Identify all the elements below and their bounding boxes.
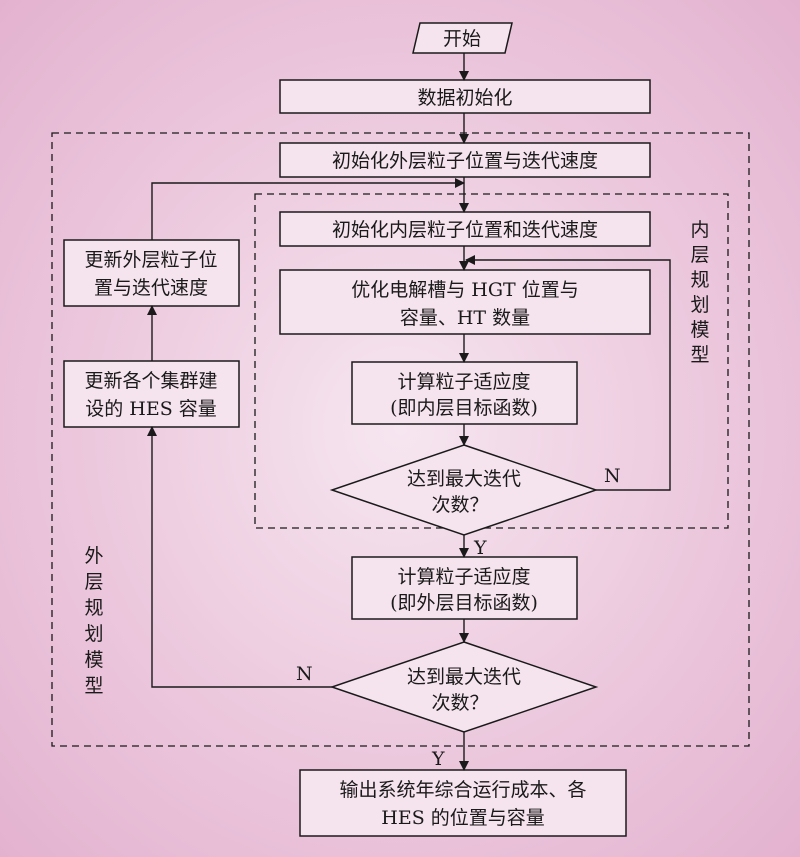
outer-no-label: N	[296, 663, 313, 685]
output-label-2: HES 的位置与容量	[381, 807, 545, 829]
inner-fitness-label-1: 计算粒子适应度	[397, 371, 530, 393]
init-outer-label: 初始化外层粒子位置与迭代速度	[332, 150, 598, 172]
outer-fitness-label-2: (即外层目标函数)	[390, 592, 538, 614]
init-inner-label: 初始化内层粒子位置和迭代速度	[332, 219, 598, 241]
inner-decision-diamond	[329, 444, 599, 536]
inner-model-label: 内 层 规 划 模 型	[690, 219, 709, 366]
outer-model-region	[51, 132, 750, 747]
update-velocity-label-2: 置与迭代速度	[94, 277, 208, 299]
outer-model-char: 规	[84, 597, 103, 619]
init-outer-box	[279, 142, 651, 178]
outer-yes-label: Y	[431, 748, 445, 770]
outer-model-char: 层	[84, 571, 103, 593]
inner-no-label: N	[604, 465, 621, 487]
start-label: 开始	[443, 28, 481, 50]
inner-model-char: 层	[690, 244, 709, 266]
outer-fitness-box	[351, 556, 578, 620]
outer-model-char: 划	[84, 623, 103, 645]
init-data-label: 数据初始化	[417, 87, 512, 109]
inner-model-region	[254, 193, 729, 529]
edge-inner-no-loop	[465, 255, 671, 491]
start-node	[412, 22, 513, 54]
outer-fitness-label-1: 计算粒子适应度	[397, 566, 530, 588]
update-capacity-label-1: 更新各个集群建	[84, 370, 217, 392]
init-data-box	[279, 79, 651, 114]
outer-model-char: 型	[84, 675, 103, 697]
outer-model-char: 模	[84, 649, 103, 671]
update-velocity-label-1: 更新外层粒子位	[84, 249, 217, 271]
inner-model-char: 内	[690, 219, 709, 241]
inner-yes-label: Y	[473, 537, 487, 559]
update-capacity-box	[63, 360, 240, 428]
inner-decision-label-2: 次数？	[431, 494, 488, 516]
outer-model-char: 外	[84, 545, 103, 567]
inner-model-char: 规	[690, 269, 709, 291]
edge-outer-no-loop	[147, 426, 332, 688]
outer-model-label: 外 层 规 划 模 型	[84, 545, 103, 697]
edge-velocity-back	[151, 178, 465, 240]
inner-model-char: 划	[690, 294, 709, 316]
optimize-label-2: 容量、HT 数量	[400, 307, 530, 329]
optimize-box	[279, 269, 651, 335]
inner-model-char: 型	[690, 344, 709, 366]
update-capacity-label-2: 设的 HES 容量	[85, 398, 217, 420]
output-label-1: 输出系统年综合运行成本、各	[339, 779, 586, 801]
optimize-label-1: 优化电解槽与 HGT 位置与	[351, 279, 579, 301]
outer-decision-label-2: 次数？	[431, 692, 488, 714]
connectors	[147, 53, 671, 771]
inner-decision-label-1: 达到最大迭代	[407, 468, 521, 490]
inner-fitness-box	[351, 361, 578, 425]
outer-decision-label-1: 达到最大迭代	[407, 666, 521, 688]
inner-model-char: 模	[690, 319, 709, 341]
inner-fitness-label-2: (即内层目标函数)	[390, 397, 538, 419]
